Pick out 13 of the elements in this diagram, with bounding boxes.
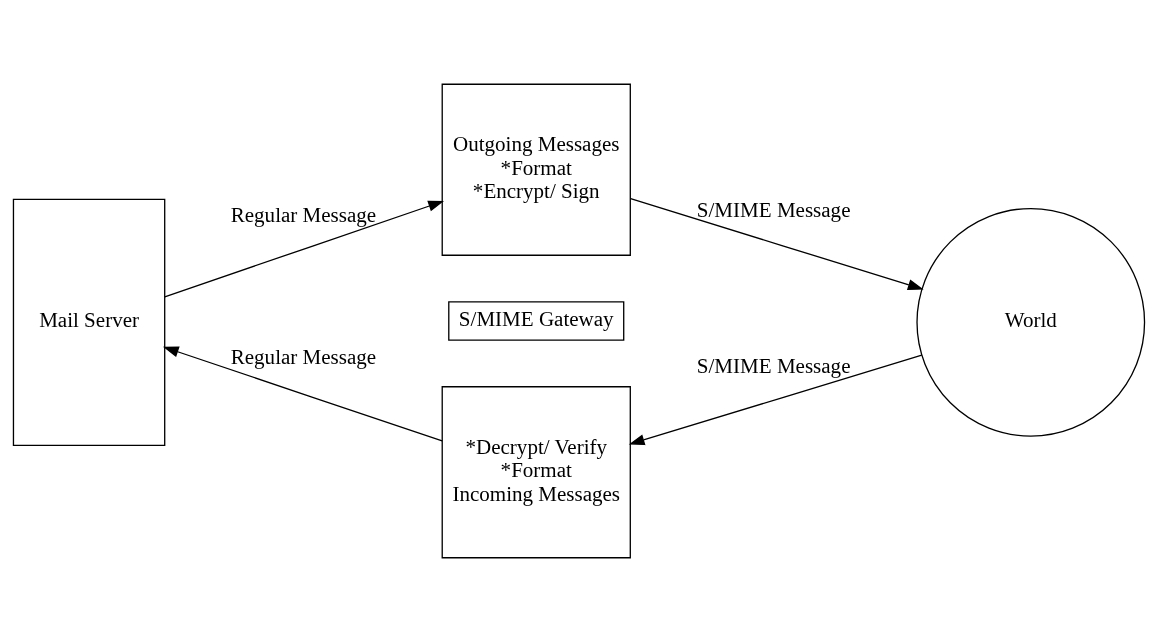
node-box: Outgoing Messages *Format *Encrypt/ Sign	[441, 83, 631, 256]
arrow	[162, 346, 443, 442]
edge-label: S/MIME Message	[696, 197, 851, 222]
edge-label: Regular Message	[230, 202, 377, 227]
arrow	[630, 197, 924, 290]
arrow	[164, 200, 445, 297]
edge-label: S/MIME Message	[696, 353, 851, 378]
node-box: S/MIME Gateway	[448, 300, 625, 341]
node-box: Mail Server	[12, 198, 166, 446]
node-circle: World	[916, 207, 1146, 437]
node-box: *Decrypt/ Verify *Format Incoming Messages	[441, 385, 631, 558]
edge-label: Regular Message	[230, 344, 377, 369]
arrow	[628, 353, 923, 445]
